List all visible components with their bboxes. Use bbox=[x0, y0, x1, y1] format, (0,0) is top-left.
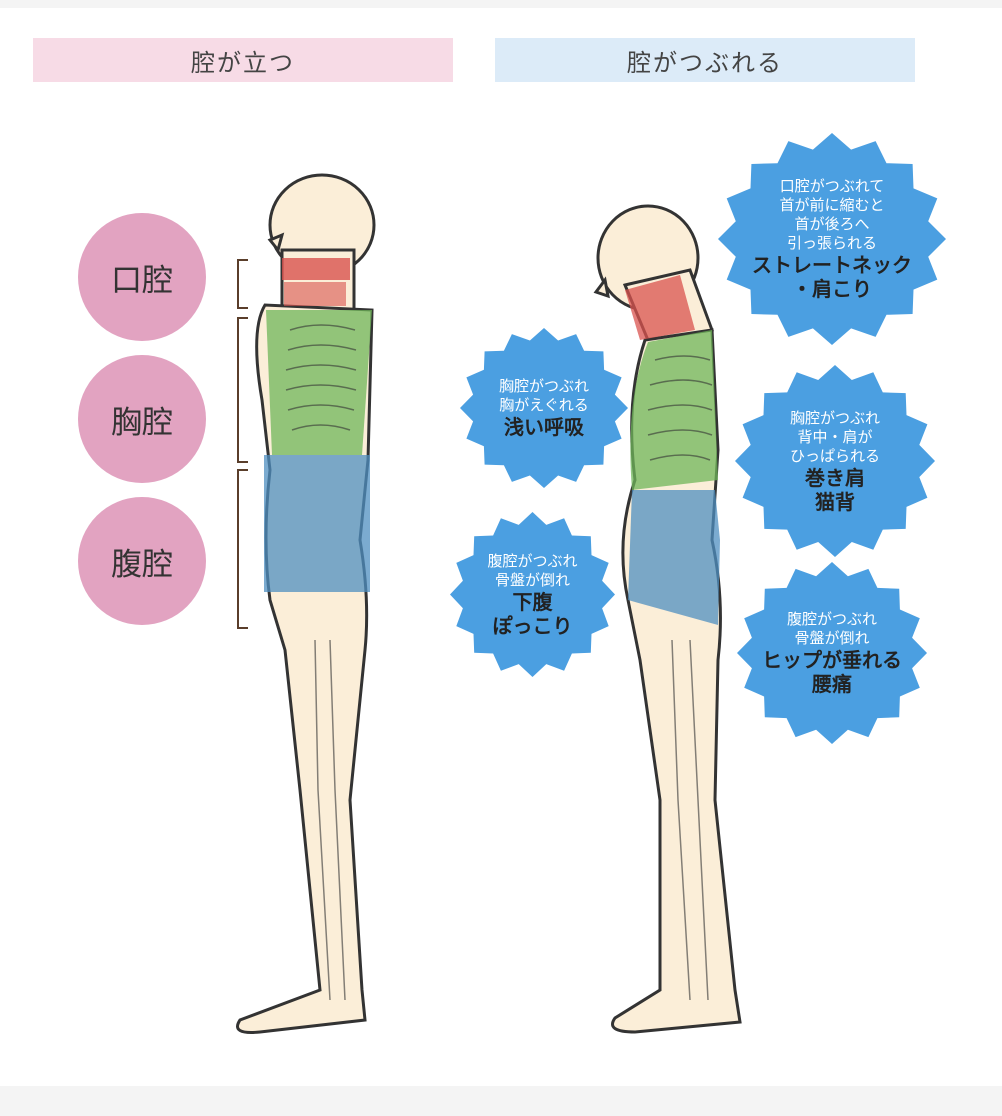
abdominal-cavity-zone-collapsed bbox=[628, 490, 720, 625]
bubble-shallow-breathing: 胸腔がつぶれ胸がえぐれる 浅い呼吸 bbox=[460, 328, 628, 488]
starburst-shape bbox=[460, 328, 628, 488]
cavity-brackets bbox=[237, 259, 248, 629]
abdominal-cavity-zone-upright bbox=[264, 455, 370, 592]
label-thoracic-cavity: 胸腔 bbox=[78, 355, 206, 483]
starburst-shape bbox=[737, 562, 927, 744]
bubble-back-pain: 腹腔がつぶれ骨盤が倒れ ヒップが垂れる腰痛 bbox=[737, 562, 927, 744]
header-upright: 腔が立つ bbox=[33, 38, 453, 82]
bubble-straight-neck: 口腔がつぶれて首が前に縮むと首が後ろへ引っ張られる ストレートネック・肩こり bbox=[718, 133, 946, 345]
starburst-shape bbox=[735, 365, 935, 557]
oral-cavity-zone-collapsed bbox=[625, 275, 695, 340]
starburst-shape bbox=[450, 512, 615, 677]
oral-cavity-zone-upright bbox=[282, 258, 350, 280]
label-abdominal-cavity: 腹腔 bbox=[78, 497, 206, 625]
bubble-lower-belly: 腹腔がつぶれ骨盤が倒れ 下腹ぽっこり bbox=[450, 512, 615, 677]
bubble-rounded-shoulders: 胸腔がつぶれ背中・肩がひっぱられる 巻き肩猫背 bbox=[735, 365, 935, 557]
header-collapsed: 腔がつぶれる bbox=[495, 38, 915, 82]
thoracic-cavity-zone-upright bbox=[266, 310, 372, 455]
thoracic-cavity-zone-collapsed bbox=[630, 330, 718, 490]
starburst-shape bbox=[718, 133, 946, 345]
label-oral-cavity: 口腔 bbox=[78, 213, 206, 341]
